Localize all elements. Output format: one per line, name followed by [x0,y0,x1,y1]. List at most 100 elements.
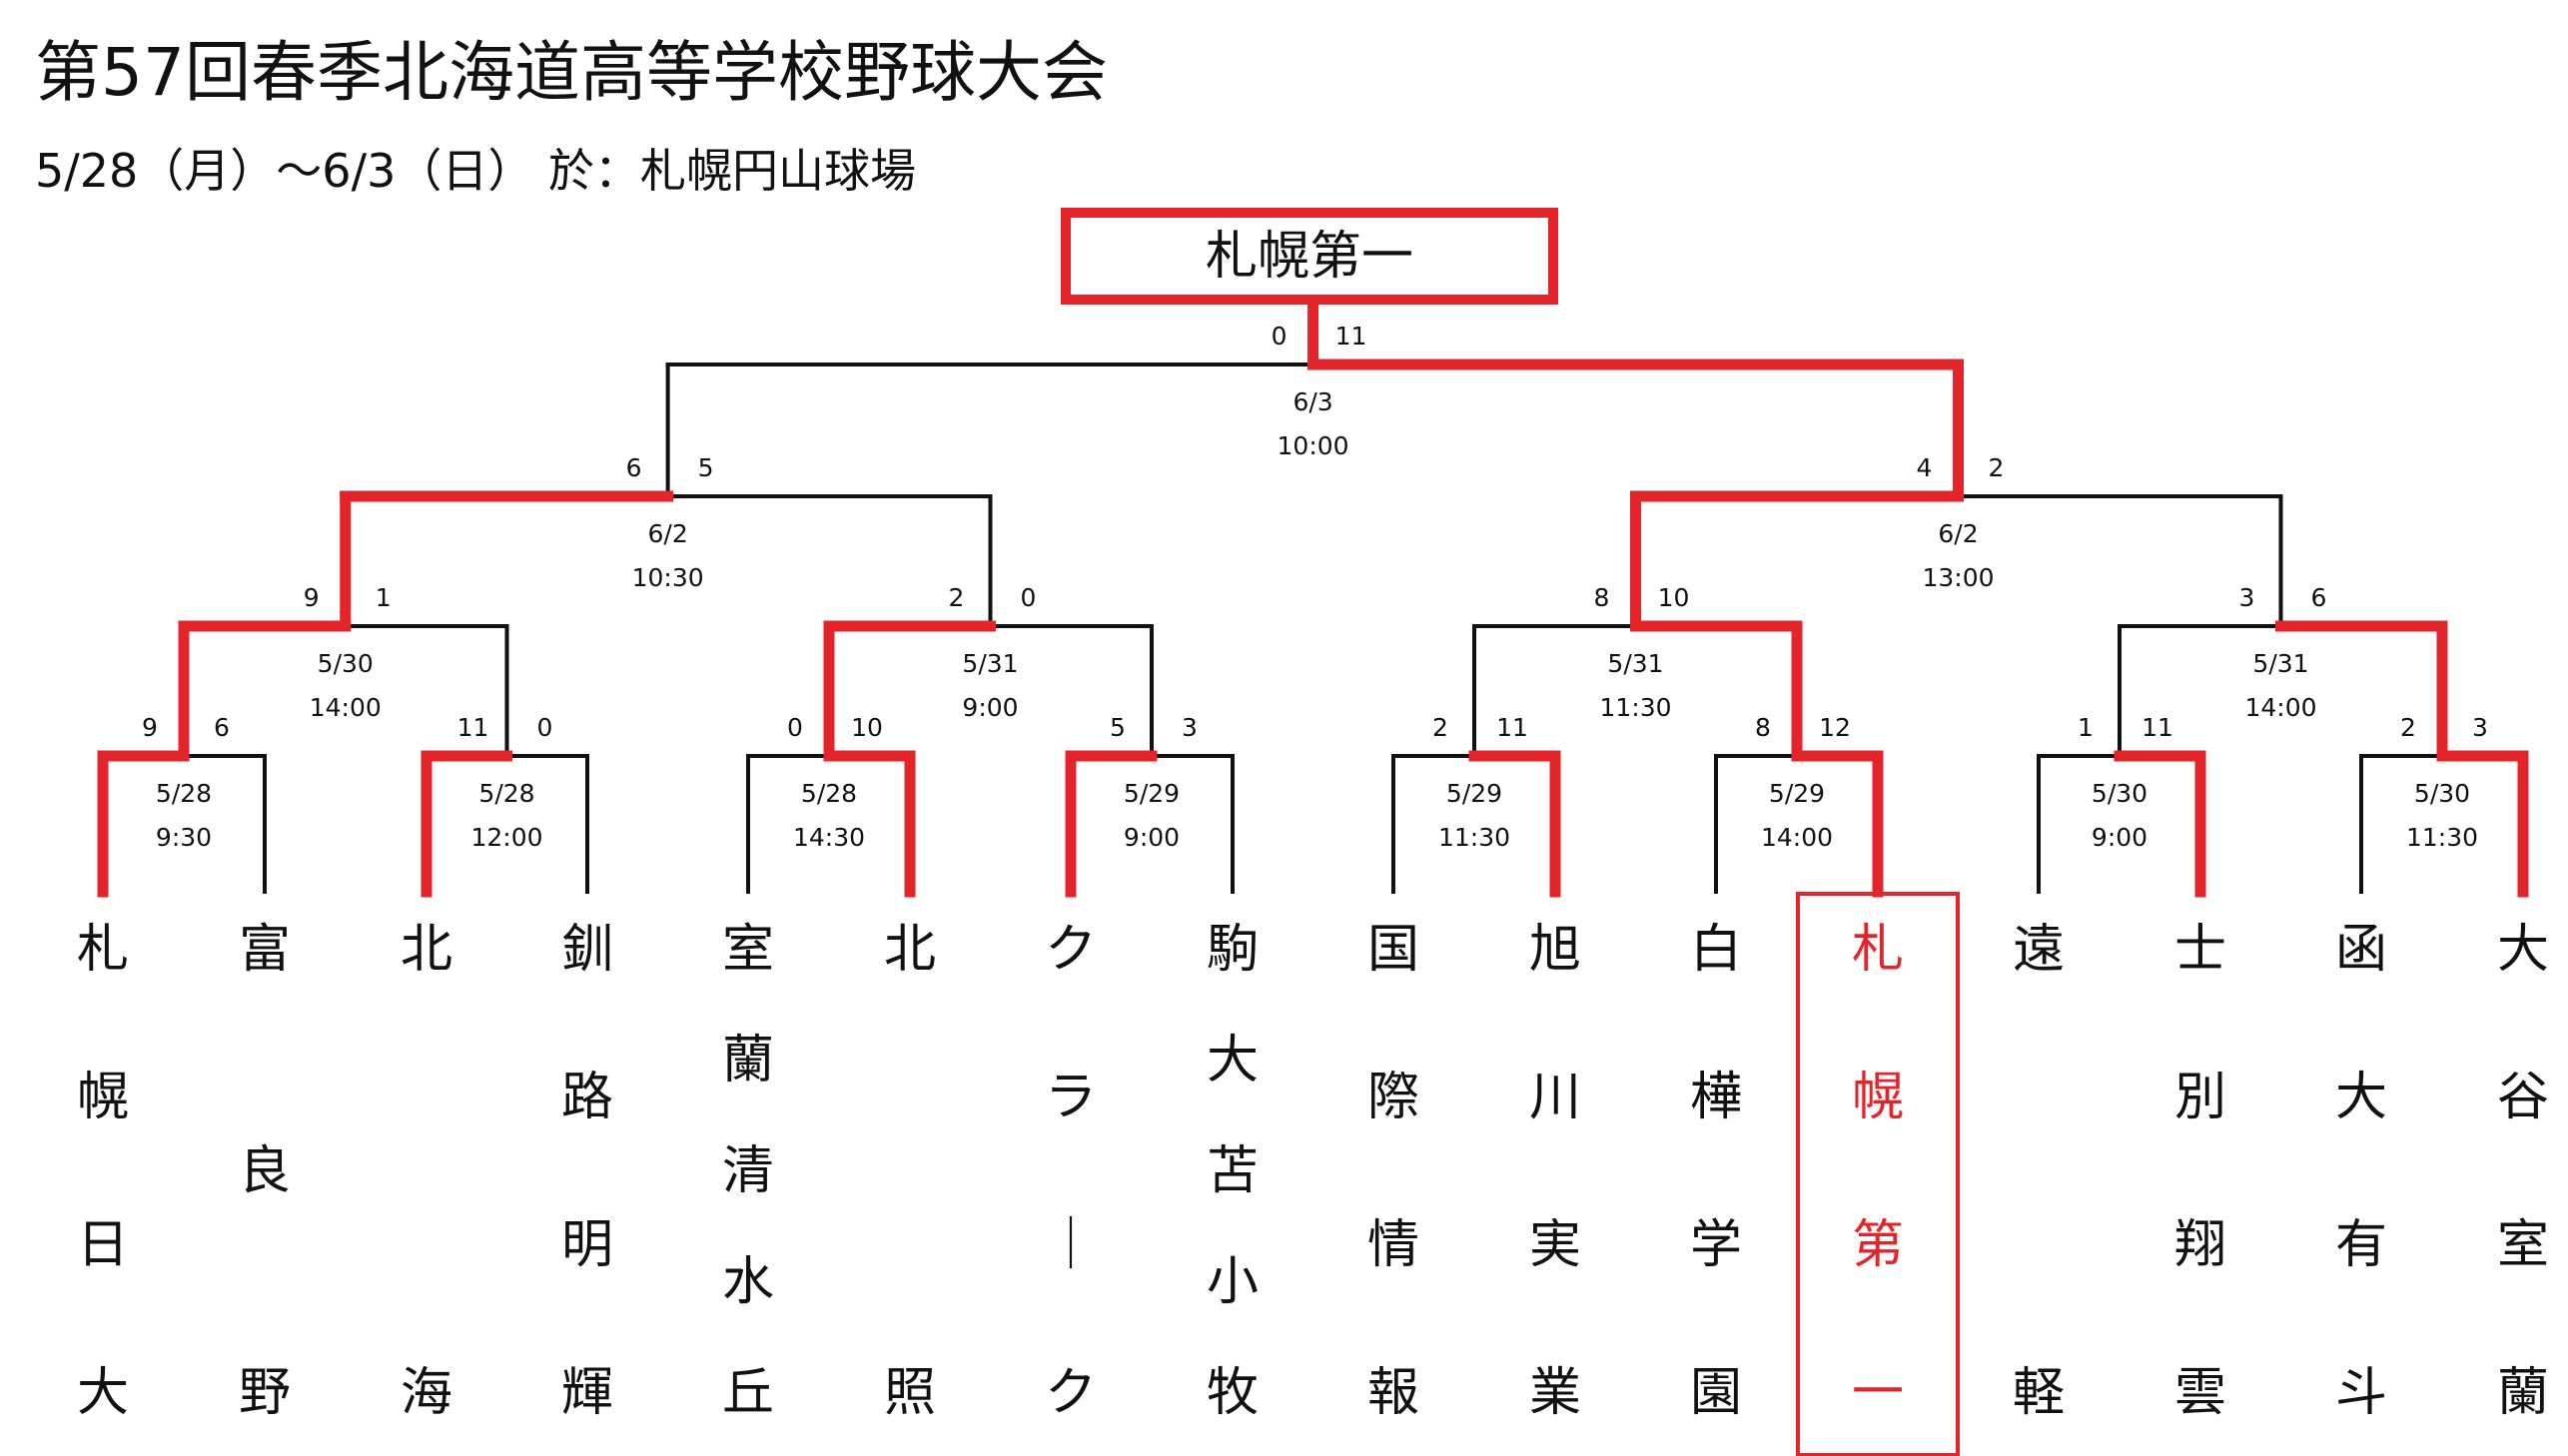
match-date: 6/2 [1938,519,1978,548]
match-time: 14:30 [793,823,865,852]
match-time: 13:00 [1922,563,1994,592]
match-date: 5/30 [2414,779,2470,808]
team-name-char: 北 [884,920,936,980]
match-time: 9:00 [2092,823,2147,852]
match-date: 5/29 [1446,779,1502,808]
match-date: 5/31 [2252,649,2308,678]
team-name-char: 一 [1852,1363,1904,1423]
team-name-char: 駒 [1207,920,1259,980]
team-name-char: 丘 [722,1363,774,1423]
team-name-char: 大 [1207,1031,1259,1091]
team-name-char: 海 [401,1363,452,1423]
team-name-char: 実 [1529,1215,1581,1275]
score-right: 10 [851,713,883,742]
team-name-char: 報 [1367,1363,1419,1423]
team-name-char: 国 [1367,920,1419,980]
team-name-char: 大 [2335,1068,2387,1127]
team-name-char: 釧 [561,920,613,980]
match-date: 5/29 [1769,779,1825,808]
team-name-char: 北 [401,920,452,980]
score-right: 6 [214,713,230,742]
match-date: 5/29 [1124,779,1180,808]
match-time: 11:30 [1438,823,1510,852]
team-name-char: 有 [2335,1215,2387,1275]
match-time: 14:00 [310,693,382,722]
team-name-char: 学 [1690,1215,1742,1275]
match-time: 10:30 [632,563,704,592]
team-name-char: 水 [722,1252,774,1312]
score-right: 11 [1496,713,1528,742]
team-name-char: 室 [2497,1215,2549,1275]
score-left: 0 [1272,322,1287,351]
team-name-char: 清 [722,1141,774,1201]
champion-name: 札幌第一 [1206,227,1413,287]
score-left: 3 [2239,583,2255,612]
match-time: 12:00 [470,823,542,852]
team-name-char: 札 [77,920,129,980]
score-left: 1 [2078,713,2094,742]
match-date: 5/31 [962,649,1018,678]
match-date: 5/28 [478,779,534,808]
team-name-char: 良 [239,1141,291,1201]
match-date: 5/30 [2092,779,2147,808]
team-name-char: 大 [2497,920,2549,980]
team-name-char: 輝 [561,1363,613,1423]
team-name-char: 白 [1690,920,1742,980]
team-name-char: 牧 [1207,1363,1259,1423]
team-name-char: 業 [1529,1363,1581,1423]
score-right: 10 [1658,583,1690,612]
score-right: 12 [1819,713,1851,742]
score-left: 9 [142,713,158,742]
team-name-char: 軽 [2013,1363,2065,1423]
team-name-char: ラ [1045,1068,1097,1127]
score-right: 11 [2141,713,2173,742]
bracket-lines [182,363,2444,894]
team-name-char: 照 [884,1363,936,1423]
team-names: 札幌日大富良野北海釧路明輝室蘭清水丘北照クラ｜ク駒大苫小牧国際情報旭川実業白樺学… [77,892,2549,1456]
team-name-char: 路 [561,1068,613,1127]
team-name-char: ク [1045,920,1097,980]
team-name-char: 園 [1690,1363,1742,1423]
score-left: 2 [1432,713,1448,742]
team-name-char: 第 [1852,1215,1904,1275]
match-time: 9:30 [156,823,212,852]
team-name-char: 別 [2174,1068,2226,1127]
team-name-char: 蘭 [722,1031,774,1091]
team-name-char: 雲 [2174,1363,2226,1423]
score-left: 2 [949,583,965,612]
match-time: 11:30 [2406,823,2478,852]
score-left: 5 [1110,713,1126,742]
score-left: 6 [626,453,642,482]
score-right: 0 [1021,583,1037,612]
score-left: 4 [1917,453,1933,482]
page-title: 第57回春季北海道高等学校野球大会 [35,34,1108,111]
winner-path [97,299,2529,898]
match-time: 14:00 [1761,823,1833,852]
score-left: 11 [457,713,489,742]
match-date: 6/3 [1292,387,1332,416]
match-time: 14:00 [2244,693,2316,722]
score-right: 1 [376,583,392,612]
team-name-char: 遠 [2013,920,2065,980]
match-time: 9:00 [1124,823,1180,852]
team-name-char: 川 [1529,1068,1581,1127]
score-right: 0 [537,713,553,742]
score-right: 3 [2472,713,2488,742]
score-right: 2 [1989,453,2005,482]
team-name-char: 大 [77,1363,129,1423]
score-left: 9 [304,583,320,612]
team-name-char: 札 [1852,920,1904,980]
match-date: 6/2 [648,519,688,548]
team-name-char: 斗 [2335,1363,2387,1423]
score-left: 8 [1594,583,1610,612]
match-time: 11:30 [1599,693,1671,722]
team-name-char: 富 [239,920,291,980]
team-name-char: 苫 [1207,1141,1259,1201]
match-date: 5/30 [318,649,374,678]
match-time: 10:00 [1278,431,1349,460]
score-right: 6 [2311,583,2327,612]
match-date: 5/28 [801,779,857,808]
team-name-char: 樺 [1690,1068,1742,1127]
team-name-char: 旭 [1529,920,1581,980]
